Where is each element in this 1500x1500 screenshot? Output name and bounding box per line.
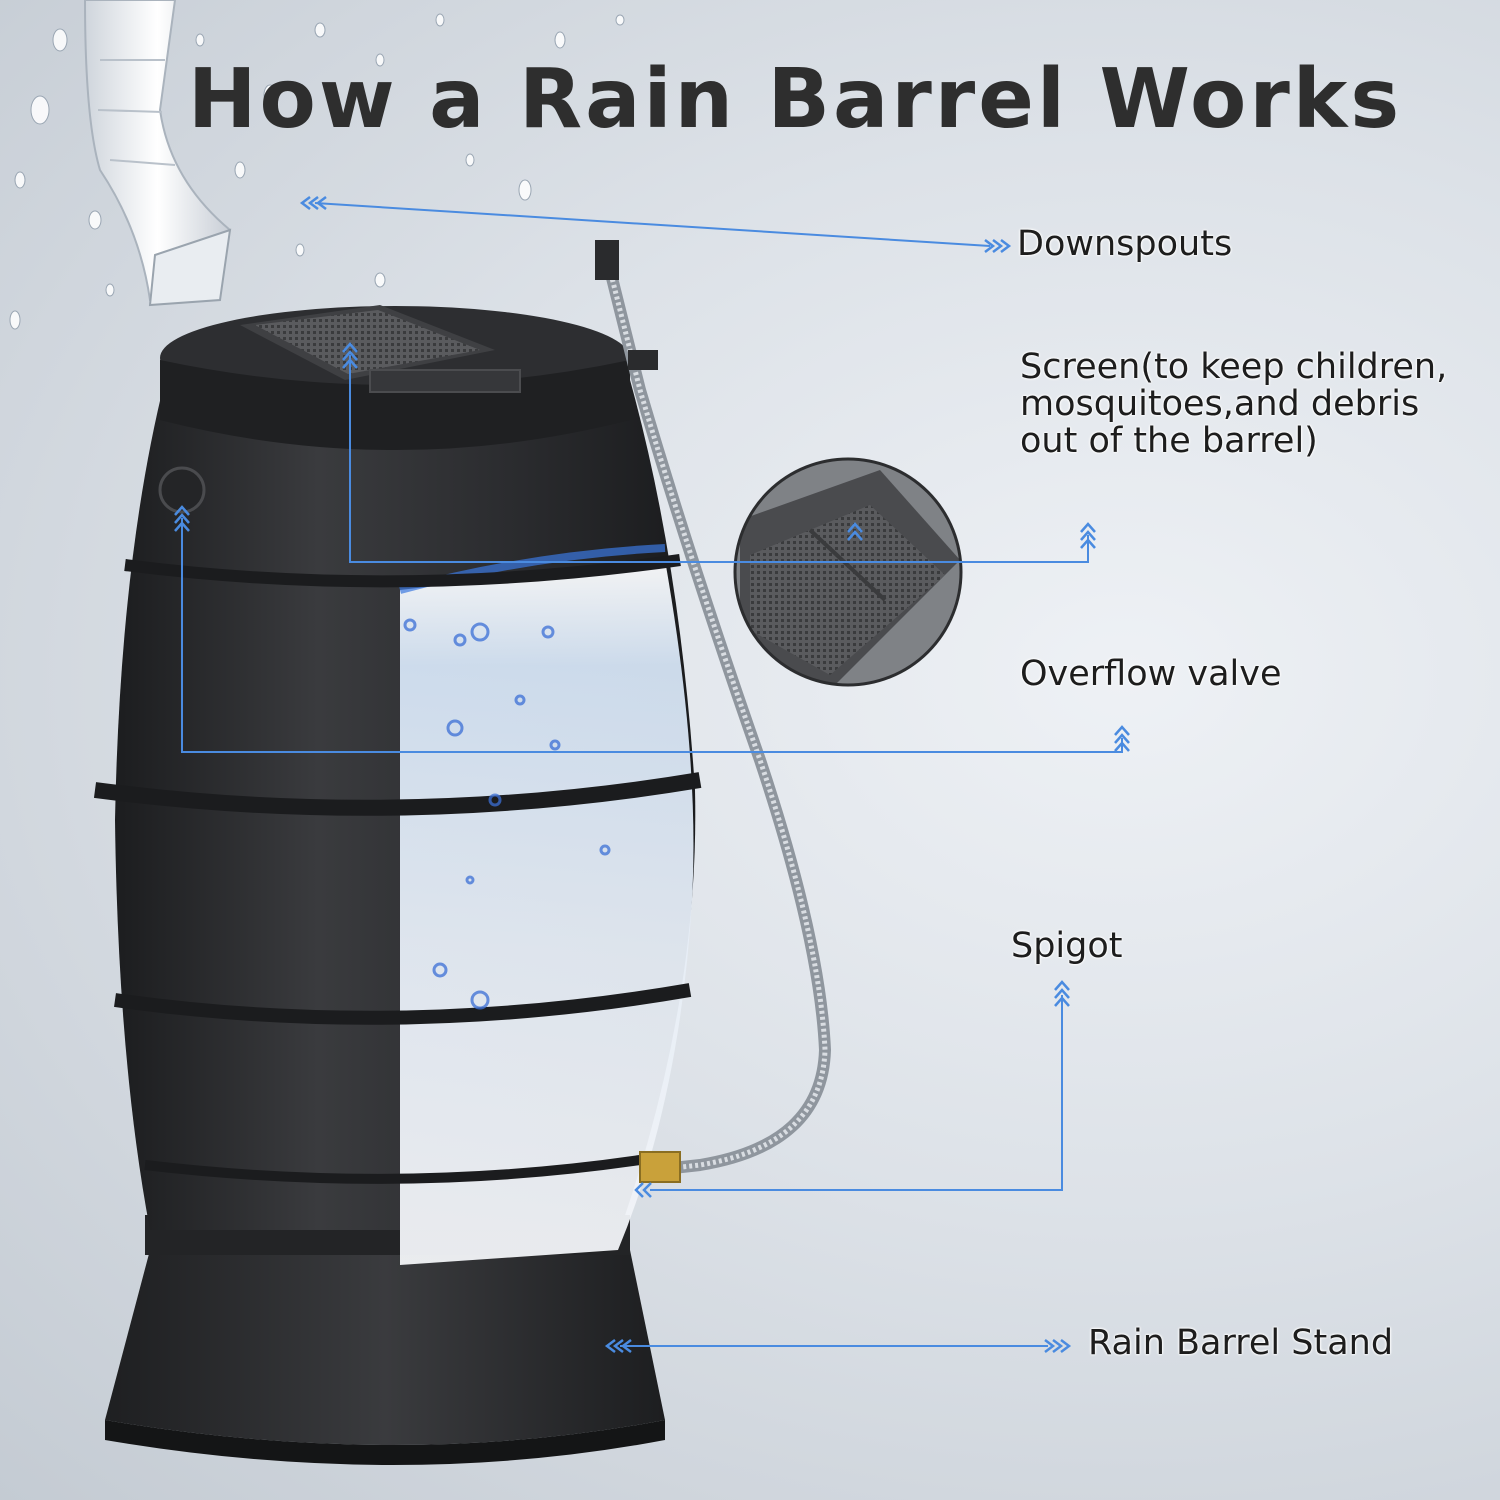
label-screen-line1: Screen(to keep children, — [1020, 347, 1448, 387]
label-rain-barrel-stand: Rain Barrel Stand — [1088, 1323, 1394, 1363]
double-chevron-icon — [174, 505, 190, 532]
downspout-illustration — [83, 0, 232, 307]
label-screen: Screen(to keep children, mosquitoes,and … — [1020, 349, 1447, 460]
double-chevron-icon — [1080, 522, 1096, 549]
double-chevron-icon — [847, 522, 863, 541]
label-screen-line3: out of the barrel) — [1020, 421, 1318, 461]
double-chevron-icon — [1114, 725, 1130, 752]
label-spigot: Spigot — [1011, 926, 1123, 966]
double-chevron-icon — [634, 1182, 652, 1198]
spigot-callout-line — [650, 995, 1063, 1191]
double-chevron-icon — [1054, 980, 1070, 1007]
label-screen-line2: mosquitoes,and debris — [1020, 384, 1420, 424]
double-chevron-icon — [984, 239, 1012, 253]
lid-illustration — [160, 305, 630, 450]
downspouts-callout-line — [314, 202, 991, 247]
screen-zoom-circle — [733, 457, 963, 687]
label-downspouts: Downspouts — [1017, 224, 1233, 264]
screen-callout-line — [349, 355, 1089, 563]
double-chevron-icon — [342, 342, 358, 369]
page-title: How a Rain Barrel Works — [187, 52, 1403, 147]
label-overflow-valve: Overflow valve — [1020, 654, 1282, 694]
callout-arrows — [174, 196, 1130, 1353]
overflow-callout-line — [181, 518, 1123, 753]
callout-lines — [181, 202, 1123, 1347]
hose-illustration — [595, 240, 832, 1183]
rain-drops — [9, 13, 625, 330]
double-chevron-icon — [604, 1339, 632, 1353]
double-chevron-icon — [1044, 1339, 1072, 1353]
barrel-body — [93, 380, 702, 1265]
double-chevron-icon — [299, 196, 327, 210]
